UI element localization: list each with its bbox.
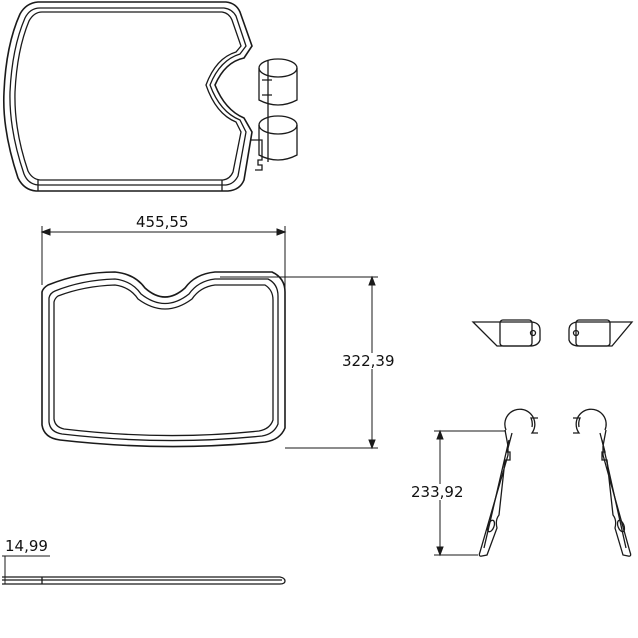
tray-side-view [2, 576, 286, 585]
clamp-piece-right [568, 319, 634, 347]
thickness-dimension-label: 14,99 [5, 537, 48, 555]
height-dimension-label: 322,39 [341, 352, 396, 370]
thickness-dimension [2, 555, 50, 584]
leg-left [478, 408, 538, 557]
tray-clamp-top-view [250, 58, 298, 171]
tray-top-view [2, 1, 298, 192]
width-dimension-label: 455,55 [135, 213, 190, 231]
width-dimension [40, 226, 287, 290]
leg-height-dimension-label: 233,92 [410, 483, 465, 501]
tray-front-view [41, 271, 286, 448]
leg-right [573, 408, 632, 557]
clamp-piece-left [471, 319, 541, 347]
